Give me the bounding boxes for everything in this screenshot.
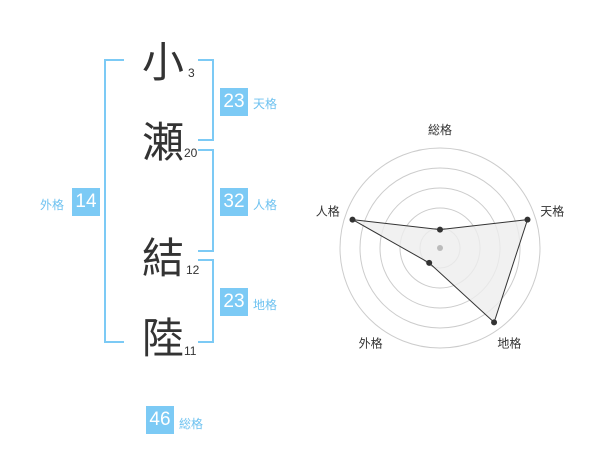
stroke-count-2: 20	[184, 146, 198, 160]
name-char-3: 結	[142, 234, 185, 283]
gaikaku-bracket	[104, 59, 124, 343]
soukaku-badge: 46	[146, 406, 174, 434]
stroke-count-3: 12	[186, 263, 200, 277]
chikaku-bracket	[198, 259, 214, 343]
radar-center-dot	[437, 245, 443, 251]
tenkaku-label: 天格	[253, 97, 278, 111]
radar-point-3	[426, 259, 433, 266]
radar-axis-label-3: 外格	[359, 335, 383, 350]
name-char-1: 小	[142, 38, 185, 87]
name-char-2: 瀬	[142, 118, 185, 167]
chikaku-label: 地格	[253, 298, 278, 312]
gaikaku-label: 外格	[40, 198, 65, 212]
tenkaku-badge: 23	[220, 88, 248, 116]
stroke-count-1: 3	[188, 66, 195, 80]
radar-point-4	[349, 216, 356, 223]
soukaku-label: 総格	[179, 417, 204, 431]
name-char-4: 陸	[142, 314, 185, 363]
jinkaku-label: 人格	[253, 198, 278, 212]
radar-point-1	[524, 216, 531, 223]
radar-polygon	[352, 219, 529, 324]
tenkaku-bracket	[198, 59, 214, 141]
jinkaku-bracket	[198, 149, 214, 252]
radar-axis-label-1: 天格	[540, 204, 564, 219]
radar-axis-label-2: 地格	[497, 335, 521, 350]
radar-ring-4	[359, 167, 521, 329]
jinkaku-badge: 32	[220, 188, 248, 216]
radar-point-2	[491, 319, 498, 326]
radar-points	[349, 216, 531, 326]
radar-ring-5	[339, 147, 541, 349]
radar-point-0	[437, 226, 443, 233]
radar-axis-label-0: 総格	[428, 122, 452, 137]
radar-axis-label-4: 人格	[316, 204, 340, 219]
gaikaku-badge: 14	[72, 188, 100, 216]
chikaku-badge: 23	[220, 288, 248, 316]
stroke-count-4: 11	[184, 344, 197, 358]
